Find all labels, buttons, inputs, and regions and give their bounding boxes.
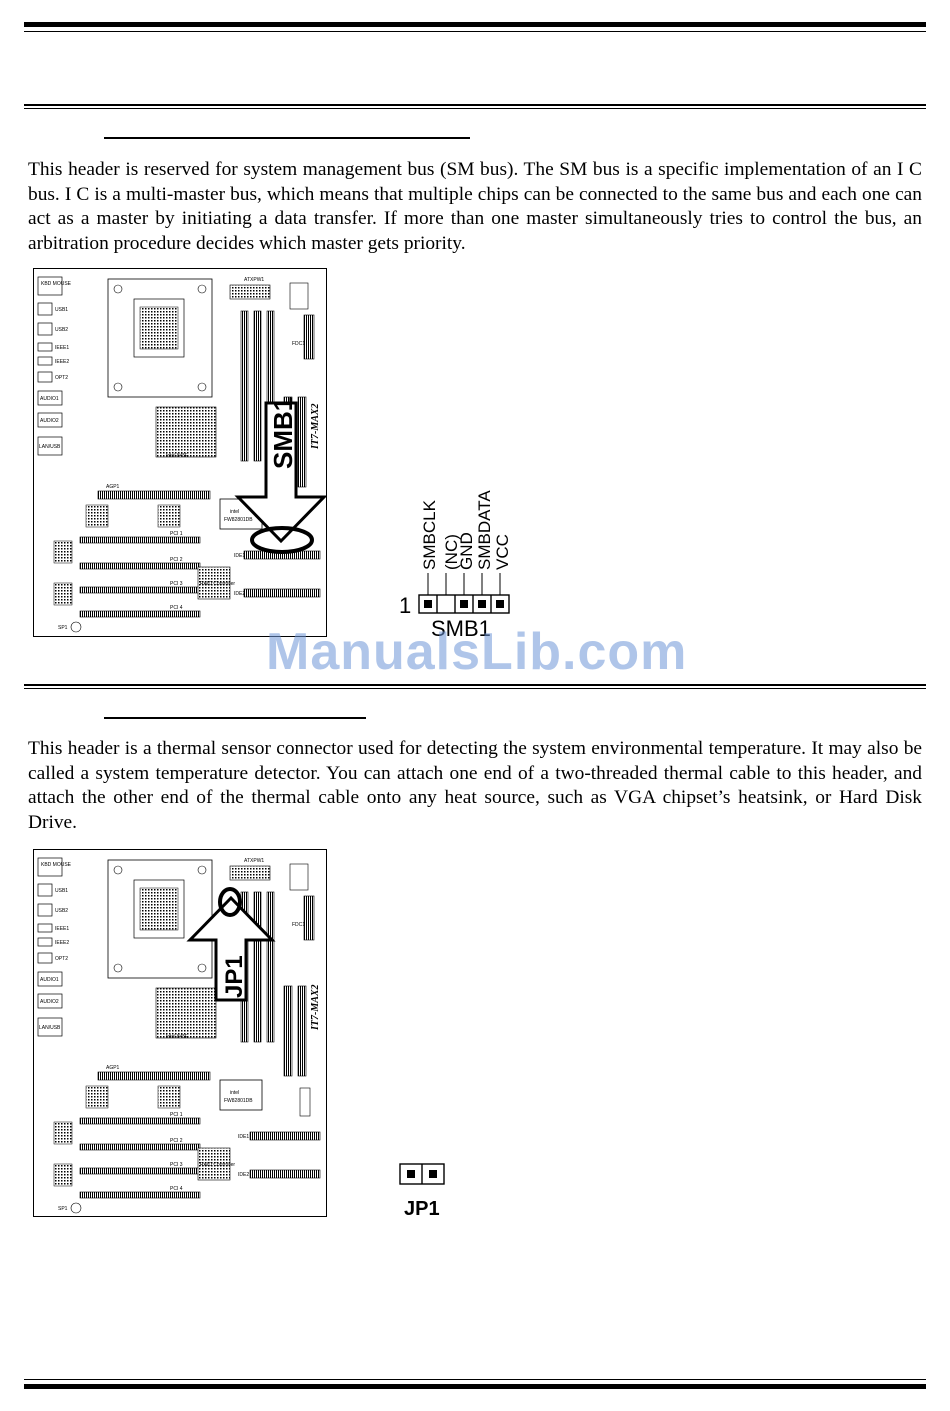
svg-text:FW82801DB: FW82801DB <box>224 1098 253 1104</box>
motherboard-diagram-smb1: KBD MOUSE USB1 USB2 IEEE1 IEEE2 OPT2 AUD… <box>33 268 328 637</box>
svg-text:Intel 845E: Intel 845E <box>166 453 189 459</box>
svg-text:AUDIO2: AUDIO2 <box>40 418 59 424</box>
section1-paragraph: This header is reserved for system manag… <box>28 159 922 254</box>
pin-label-smbclk: SMBCLK <box>420 499 439 570</box>
svg-text:PCI 1: PCI 1 <box>170 531 183 537</box>
svg-text:AGP1: AGP1 <box>106 484 120 490</box>
section2-rule <box>24 684 926 686</box>
svg-text:PCI 1: PCI 1 <box>170 1112 183 1118</box>
svg-text:IEEE1: IEEE1 <box>55 926 69 932</box>
smb1-pinout: SMBCLK (NC) GND SMBDATA VCC 1 SMB1 <box>395 478 535 641</box>
svg-text:OPT2: OPT2 <box>55 956 68 962</box>
svg-text:IDE2: IDE2 <box>238 1172 249 1178</box>
svg-text:RAID Controller: RAID Controller <box>200 581 235 587</box>
svg-text:OPT2: OPT2 <box>55 375 68 381</box>
jp1-pinout: JP1 <box>398 1160 458 1220</box>
smb1-arrow <box>234 401 328 544</box>
section1-rule <box>24 104 926 106</box>
svg-text:FW82801DB: FW82801DB <box>224 517 253 523</box>
section2-paragraph: This header is a thermal sensor connecto… <box>28 738 922 833</box>
svg-text:PCI 4: PCI 4 <box>170 1186 183 1192</box>
section2-title-underline <box>104 717 366 719</box>
svg-text:USB2: USB2 <box>55 908 68 914</box>
kbd-label: KBD MOUSE <box>41 281 72 287</box>
jp1-arrow <box>186 895 276 1002</box>
svg-text:PCI 3: PCI 3 <box>170 1162 183 1168</box>
svg-text:USB1: USB1 <box>55 307 68 313</box>
smb1-arrow-label: SMB1 <box>268 397 298 469</box>
svg-text:intel: intel <box>230 509 239 515</box>
svg-text:SP1: SP1 <box>58 625 68 631</box>
page-top-rule-thin <box>24 31 926 32</box>
page-bottom-rule <box>24 1384 926 1389</box>
page-bottom-rule-thin <box>24 1379 926 1380</box>
pin-label-gnd: GND <box>457 532 476 570</box>
svg-text:IDE1: IDE1 <box>238 1134 249 1140</box>
svg-text:IEEE2: IEEE2 <box>55 359 69 365</box>
svg-text:Intel 845E: Intel 845E <box>166 1034 189 1040</box>
motherboard-diagram-jp1: KBD MOUSE USB1 USB2 IEEE1 IEEE2 OPT2 AUD… <box>33 849 327 1217</box>
svg-text:LAN/USB: LAN/USB <box>39 1025 61 1031</box>
svg-text:FDC1: FDC1 <box>292 341 305 347</box>
svg-text:IDE2: IDE2 <box>234 591 245 597</box>
motherboard-layout-svg: KBD MOUSE USB1 USB2 IEEE1 IEEE2 OPT2 AUD… <box>37 276 328 633</box>
page-top-rule <box>24 22 926 27</box>
svg-text:IEEE1: IEEE1 <box>55 345 69 351</box>
svg-text:PCI 4: PCI 4 <box>170 605 183 611</box>
svg-text:IT7-MAX2: IT7-MAX2 <box>310 984 321 1031</box>
pin-label-nc: (NC) <box>442 534 461 570</box>
svg-text:ATXPW1: ATXPW1 <box>244 277 264 283</box>
svg-text:PCI 3: PCI 3 <box>170 581 183 587</box>
smb1-header-label: SMB1 <box>431 616 491 638</box>
watermark: ManualsLib.com <box>266 623 688 681</box>
svg-text:USB1: USB1 <box>55 888 68 894</box>
smb1-highlight-ring <box>250 526 314 554</box>
svg-text:PCI 2: PCI 2 <box>170 1138 183 1144</box>
svg-text:USB2: USB2 <box>55 327 68 333</box>
svg-text:PCI 2: PCI 2 <box>170 557 183 563</box>
svg-text:KBD MOUSE: KBD MOUSE <box>41 862 72 868</box>
svg-text:ATXPW1: ATXPW1 <box>244 858 264 864</box>
section2-rule-thin <box>24 688 926 689</box>
svg-text:AUDIO1: AUDIO1 <box>40 977 59 983</box>
svg-text:AGP1: AGP1 <box>106 1065 120 1071</box>
svg-text:RAID Controller: RAID Controller <box>200 1162 235 1168</box>
svg-text:intel: intel <box>230 1090 239 1096</box>
jp1-highlight-ring <box>218 887 242 917</box>
svg-text:IDE1: IDE1 <box>234 553 245 559</box>
svg-text:AUDIO1: AUDIO1 <box>40 396 59 402</box>
svg-text:SP1: SP1 <box>58 1206 68 1212</box>
board-model-label: IT7-MAX2 <box>310 403 321 450</box>
jp1-header-label: JP1 <box>404 1198 440 1220</box>
svg-text:AUDIO2: AUDIO2 <box>40 999 59 1005</box>
section1-title-underline <box>104 137 470 139</box>
svg-text:IEEE2: IEEE2 <box>55 940 69 946</box>
jp1-arrow-label: JP1 <box>221 955 248 998</box>
svg-text:LAN/USB: LAN/USB <box>39 444 61 450</box>
section1-rule-thin <box>24 108 926 109</box>
pin-one-marker: 1 <box>399 593 411 618</box>
svg-text:FDC1: FDC1 <box>292 922 305 928</box>
pin-label-smbdata: SMBDATA <box>475 490 494 570</box>
pin-label-vcc: VCC <box>493 534 512 570</box>
